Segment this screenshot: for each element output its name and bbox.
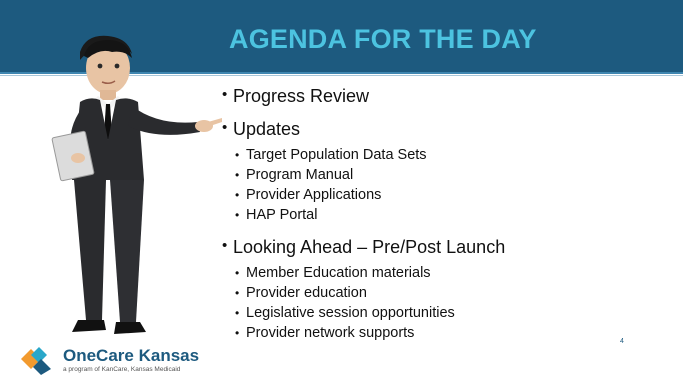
- agenda-subitem: Target Population Data Sets: [222, 145, 662, 165]
- agenda-subitem: Program Manual: [222, 165, 662, 185]
- agenda-subitem: Member Education materials: [222, 263, 662, 283]
- agenda-item: Updates: [222, 117, 662, 140]
- agenda-subitem: Provider Applications: [222, 185, 662, 205]
- agenda-subitem: Legislative session opportunities: [222, 303, 662, 323]
- logo-tagline: a program of KanCare, Kansas Medicaid: [63, 366, 181, 373]
- agenda-subitem: HAP Portal: [222, 205, 662, 225]
- agenda-item: Looking Ahead – Pre/Post Launch: [222, 235, 662, 258]
- spacer: [222, 225, 662, 237]
- logo-name: OneCare Kansas: [63, 346, 200, 365]
- spacer: [222, 107, 662, 119]
- agenda-subitem: Provider network supports: [222, 323, 662, 343]
- title-bar-rule: [0, 72, 683, 74]
- slide-title: AGENDA FOR THE DAY: [229, 24, 537, 54]
- diamond-logo-icon: [21, 347, 51, 375]
- page-number: 4: [620, 338, 624, 345]
- agenda-list: Progress Review Updates Target Populatio…: [222, 84, 662, 343]
- agenda-item: Progress Review: [222, 84, 662, 107]
- onecare-kansas-logo: OneCare Kansas a program of KanCare, Kan…: [17, 346, 217, 376]
- title-bar-line: [0, 75, 683, 76]
- agenda-subitem: Provider education: [222, 283, 662, 303]
- presenter-figure-icon: [51, 35, 222, 334]
